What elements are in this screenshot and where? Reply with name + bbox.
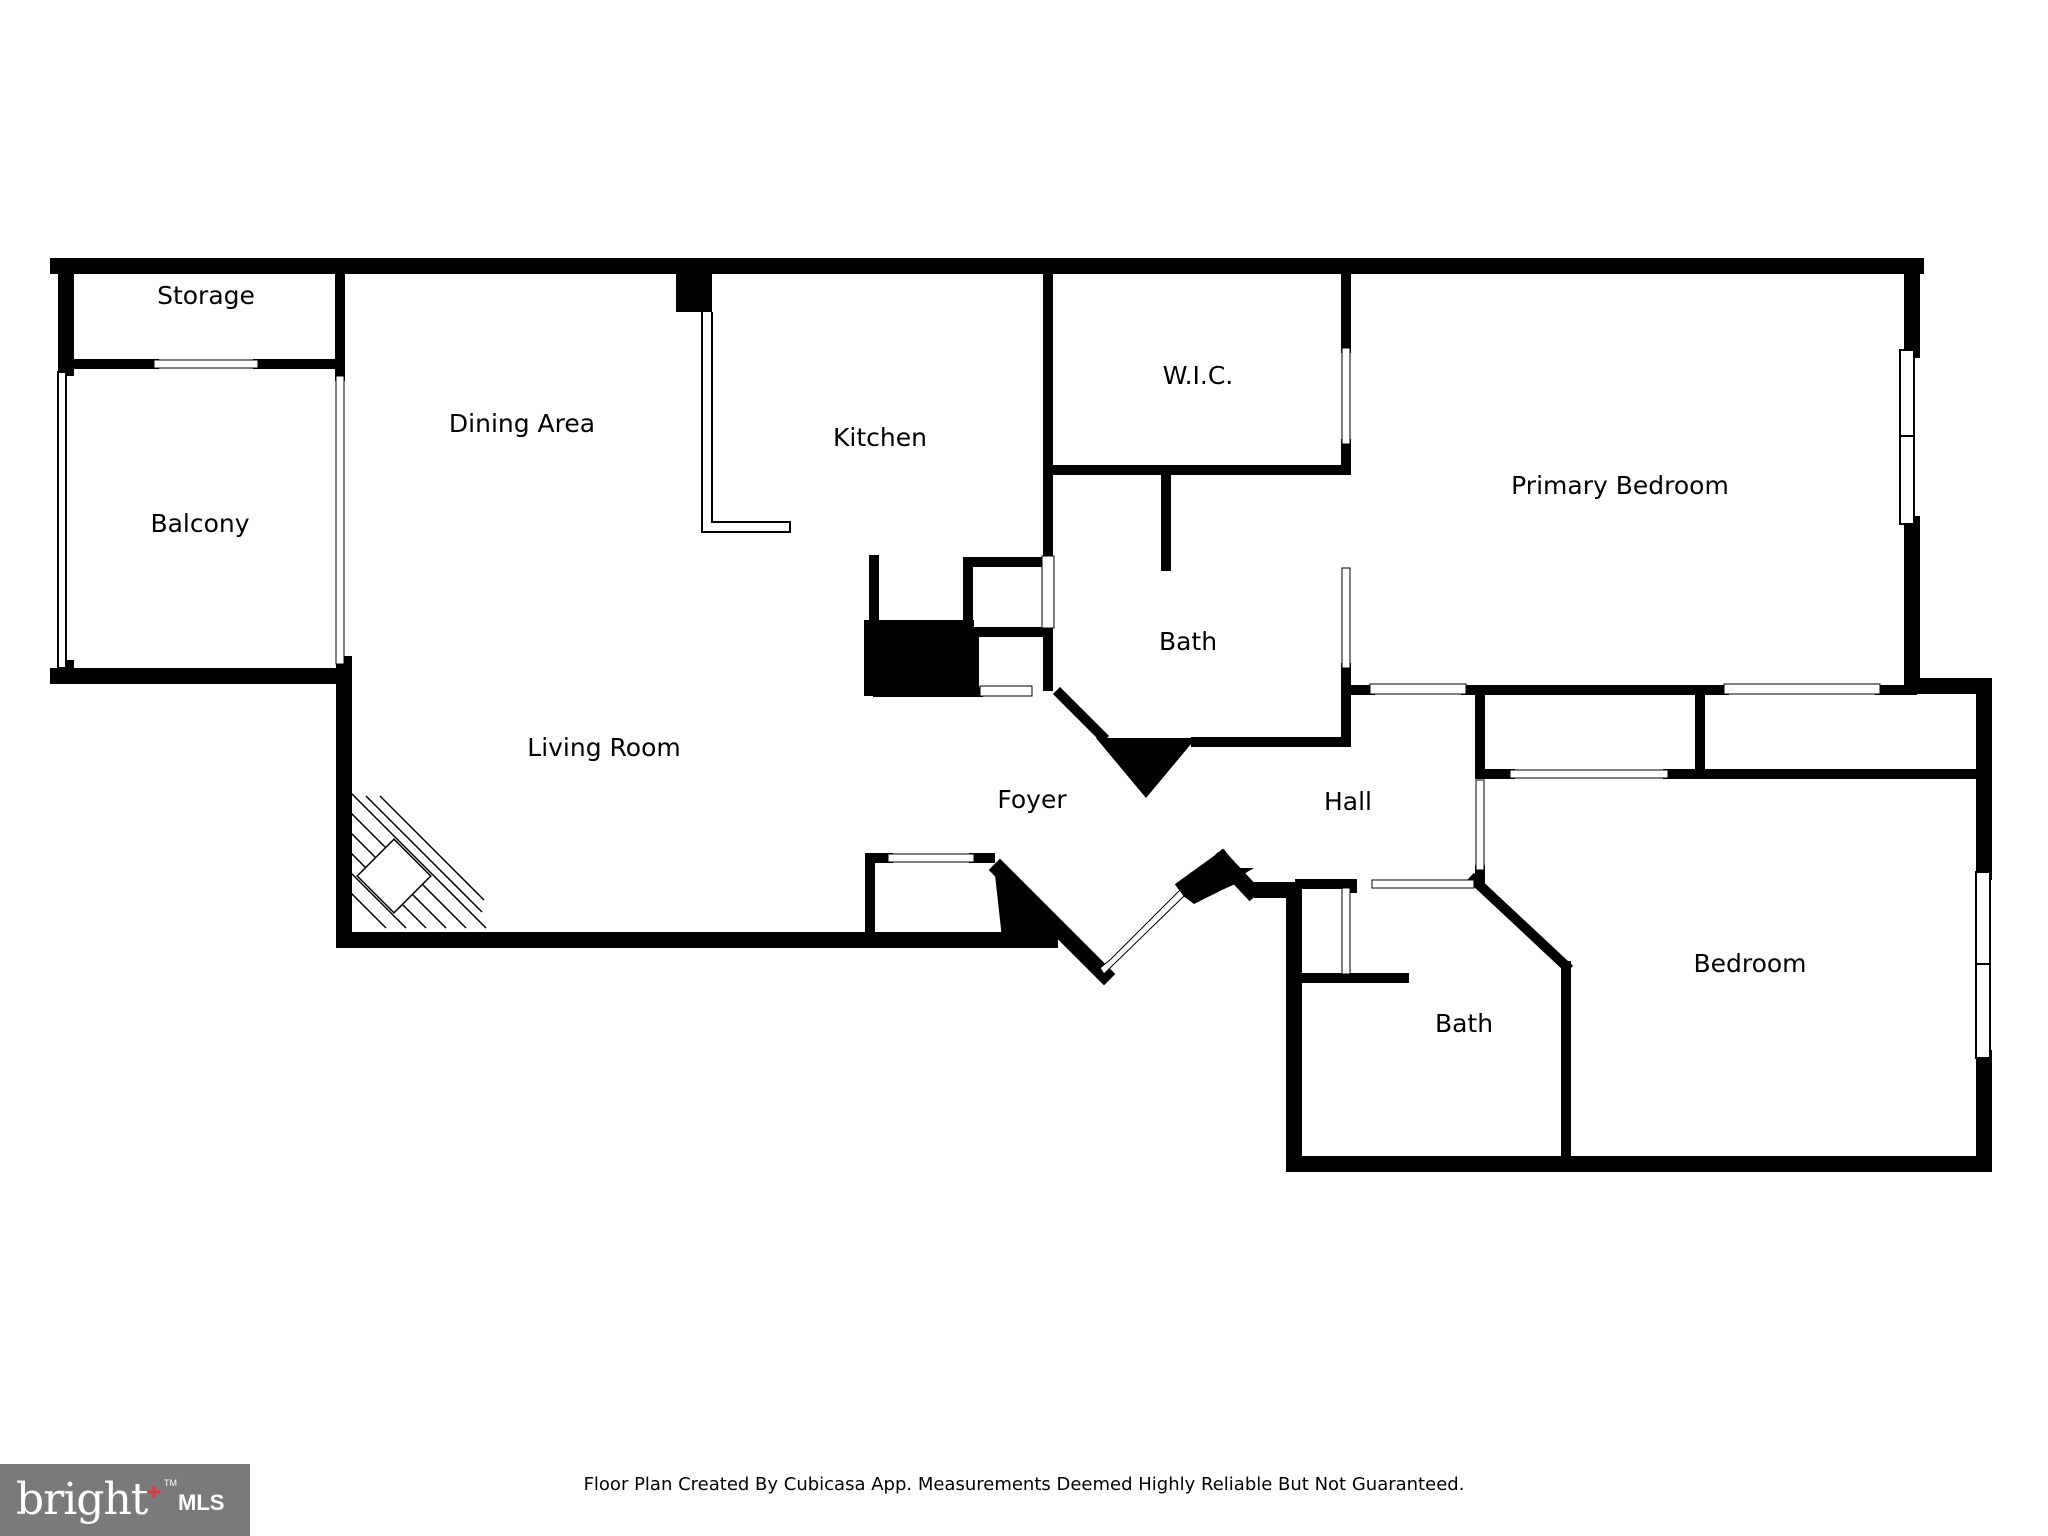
logo-accent-icon (148, 1486, 160, 1498)
room-label-wic: W.I.C. (1163, 361, 1234, 390)
room-labels: Storage Balcony Dining Area Kitchen W.I.… (150, 281, 1806, 1038)
room-label-bedroom: Bedroom (1693, 949, 1806, 978)
room-label-hall: Hall (1324, 787, 1372, 816)
solid-blocks (676, 270, 1254, 938)
logo-suffix: MLS (178, 1490, 225, 1515)
room-label-bath-2: Bath (1435, 1009, 1493, 1038)
bright-mls-logo: bright TM MLS (0, 1464, 250, 1536)
exterior-walls (50, 258, 1992, 1172)
windows (57, 349, 1991, 1059)
room-label-kitchen: Kitchen (833, 423, 927, 452)
doorway-sills (153, 347, 1881, 975)
logo-wordmark: bright (16, 1474, 148, 1525)
disclaimer-text: Floor Plan Created By Cubicasa App. Meas… (583, 1474, 1465, 1495)
room-label-storage: Storage (157, 281, 255, 310)
room-label-balcony: Balcony (150, 509, 249, 538)
interior-walls (65, 265, 1989, 1165)
logo-trademark: TM (164, 1478, 177, 1488)
room-label-foyer: Foyer (997, 785, 1067, 814)
stairs-icon (349, 791, 487, 929)
room-label-living-room: Living Room (527, 733, 680, 762)
room-label-bath-1: Bath (1159, 627, 1217, 656)
room-label-dining-area: Dining Area (449, 409, 595, 438)
room-label-primary-bedroom: Primary Bedroom (1511, 471, 1729, 500)
counter (701, 312, 791, 533)
